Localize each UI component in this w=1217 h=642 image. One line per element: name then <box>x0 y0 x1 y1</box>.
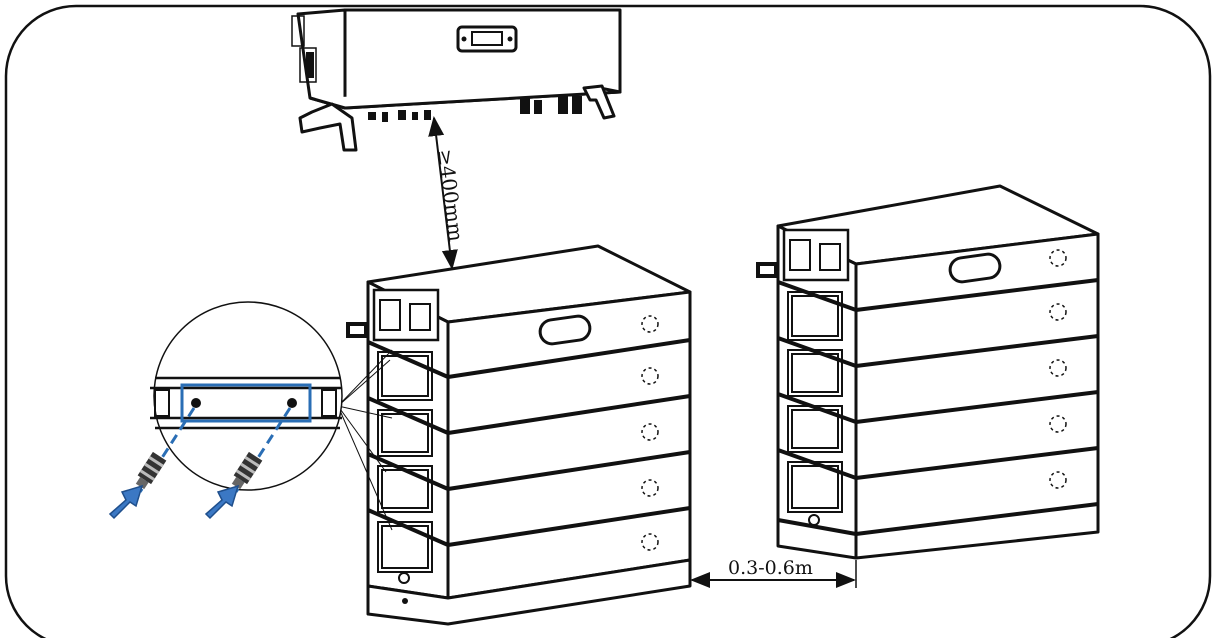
screw-icon <box>135 451 167 490</box>
zoom-detail-circle <box>150 301 393 531</box>
screw-insertion-left <box>108 407 196 520</box>
inverter-icon <box>291 8 622 152</box>
screw-insertion-right <box>204 407 292 520</box>
spacing-label: 0.3-0.6m <box>728 557 813 579</box>
clearance-dimension: ≥400mm <box>428 116 468 270</box>
spacing-dimension: 0.3-0.6m <box>690 557 857 588</box>
clearance-label: ≥400mm <box>433 148 468 243</box>
battery-stack-right-icon <box>756 184 1100 560</box>
insert-arrow-icon <box>108 484 144 520</box>
screw-icon <box>231 451 263 490</box>
insert-arrow-icon <box>204 484 240 520</box>
outer-frame <box>4 4 1212 642</box>
battery-stack-left-icon <box>346 244 692 626</box>
